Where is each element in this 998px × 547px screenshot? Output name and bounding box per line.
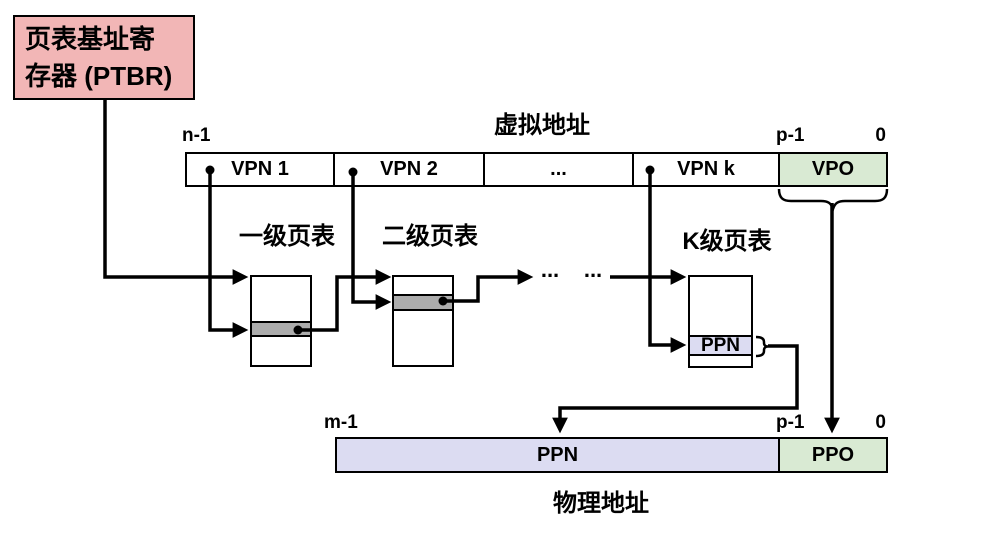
va-bit-high-label: n-1 xyxy=(182,125,211,146)
levelk-page-table-box: PPN xyxy=(688,275,753,368)
ppn-entry-brace xyxy=(755,335,769,358)
va-segment-vpo: VPO xyxy=(778,154,886,185)
pa-bit-zero-label: 0 xyxy=(875,412,886,433)
va-bit-p1-label: p-1 xyxy=(776,125,805,146)
level2-selected-entry xyxy=(394,294,452,311)
ptbr-to-table1-arrow xyxy=(103,100,249,285)
vpo-brace xyxy=(777,188,889,213)
va-segment-vpn2: VPN 2 xyxy=(333,154,483,185)
levelk-ppn-entry: PPN xyxy=(690,335,751,356)
va-segment-vpn1: VPN 1 xyxy=(231,158,289,180)
pa-segment-ppn: PPN xyxy=(337,439,778,471)
physical-address-title: 物理地址 xyxy=(553,490,649,517)
ptbr-label-line1: 页表基址寄 xyxy=(25,24,156,54)
va-segment-vpnk: VPN k xyxy=(632,154,778,185)
tables-ellipsis-1: ... xyxy=(540,257,560,282)
table2-to-ellipsis-arrow xyxy=(443,269,534,303)
ppn-entry-to-physical-arrow xyxy=(552,344,799,434)
level1-page-table-title: 一级页表 xyxy=(239,223,335,250)
virtual-address-title: 虚拟地址 xyxy=(494,112,590,139)
levelk-page-table-title: K级页表 xyxy=(682,228,772,255)
va-bit-zero-label: 0 xyxy=(875,125,886,146)
va-segment-ellipsis: ... xyxy=(483,154,632,185)
pa-bit-p1-label: p-1 xyxy=(776,412,805,433)
level1-page-table-box xyxy=(250,275,312,367)
physical-address-bar: PPN PPO xyxy=(335,437,888,473)
vpn1-to-table1-arrow xyxy=(208,170,249,338)
ptbr-register-box: 页表基址寄 存器 (PTBR) xyxy=(13,15,195,100)
pa-segment-ppo: PPO xyxy=(778,439,886,471)
virtual-address-bar: VPN 1 VPN 2 ... VPN k VPO xyxy=(185,152,888,187)
pa-bit-high-label: m-1 xyxy=(324,412,358,433)
tables-ellipsis-2: ... xyxy=(583,257,603,282)
vpnk-to-tablek-arrow xyxy=(648,170,687,353)
ptbr-label-line2: 存器 (PTBR) xyxy=(25,61,173,91)
vpn2-to-table2-arrow xyxy=(351,172,392,310)
level1-selected-entry xyxy=(252,321,310,337)
level2-page-table-title: 二级页表 xyxy=(382,223,478,250)
level2-page-table-box xyxy=(392,275,454,367)
